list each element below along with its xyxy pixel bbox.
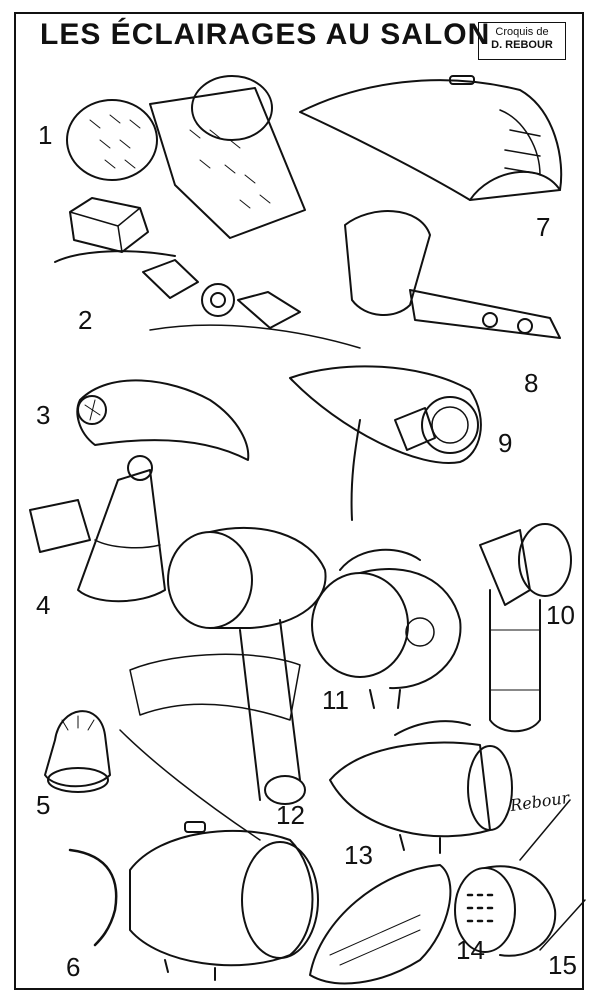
item-number-6: 6 (66, 952, 81, 982)
item-number-14: 14 (456, 935, 485, 965)
item-number-11: 11 (322, 685, 349, 715)
item-number-1: 1 (38, 120, 53, 150)
item-5-bulb-cap (45, 711, 110, 792)
page-title: LES ÉCLAIRAGES AU SALON (40, 18, 491, 51)
item-15-round-reflector (455, 800, 585, 956)
item-9-bullet-lamp (290, 366, 481, 520)
item-number-8: 8 (524, 368, 539, 398)
item-11-winged-headlamp (312, 550, 460, 708)
item-8-bracket-lamp (345, 211, 560, 338)
item-number-7: 7 (536, 212, 551, 242)
item-number-13: 13 (344, 840, 373, 870)
item-1-reflector-pad (67, 76, 305, 238)
item-number-3: 3 (36, 400, 51, 430)
item-number-10: 10 (546, 600, 575, 630)
item-7-fender-lamp (300, 76, 561, 200)
credit-artist: D. REBOUR (491, 39, 553, 51)
credit-label: Croquis de (495, 26, 549, 38)
item-10-tube-lamp (480, 524, 571, 731)
item-13-bullet-lamp (330, 721, 512, 853)
illustration-frame (14, 12, 584, 990)
item-number-5: 5 (36, 790, 51, 820)
item-number-9: 9 (498, 428, 513, 458)
item-14-pointed-lamp (310, 865, 450, 983)
item-12-fork-headlamp (120, 528, 326, 840)
item-small-box-lamp (55, 198, 175, 262)
item-number-4: 4 (36, 590, 51, 620)
item-2-twin-reflector (143, 260, 360, 348)
item-6-handlebar-lamp (70, 822, 318, 980)
item-number-2: 2 (78, 305, 93, 335)
item-3-teardrop-lamp (77, 380, 248, 460)
item-4-dynamo (30, 456, 165, 601)
artist-credit-box: Croquis de D. REBOUR (478, 22, 566, 60)
item-number-15: 15 (548, 950, 577, 980)
item-number-12: 12 (276, 800, 305, 830)
